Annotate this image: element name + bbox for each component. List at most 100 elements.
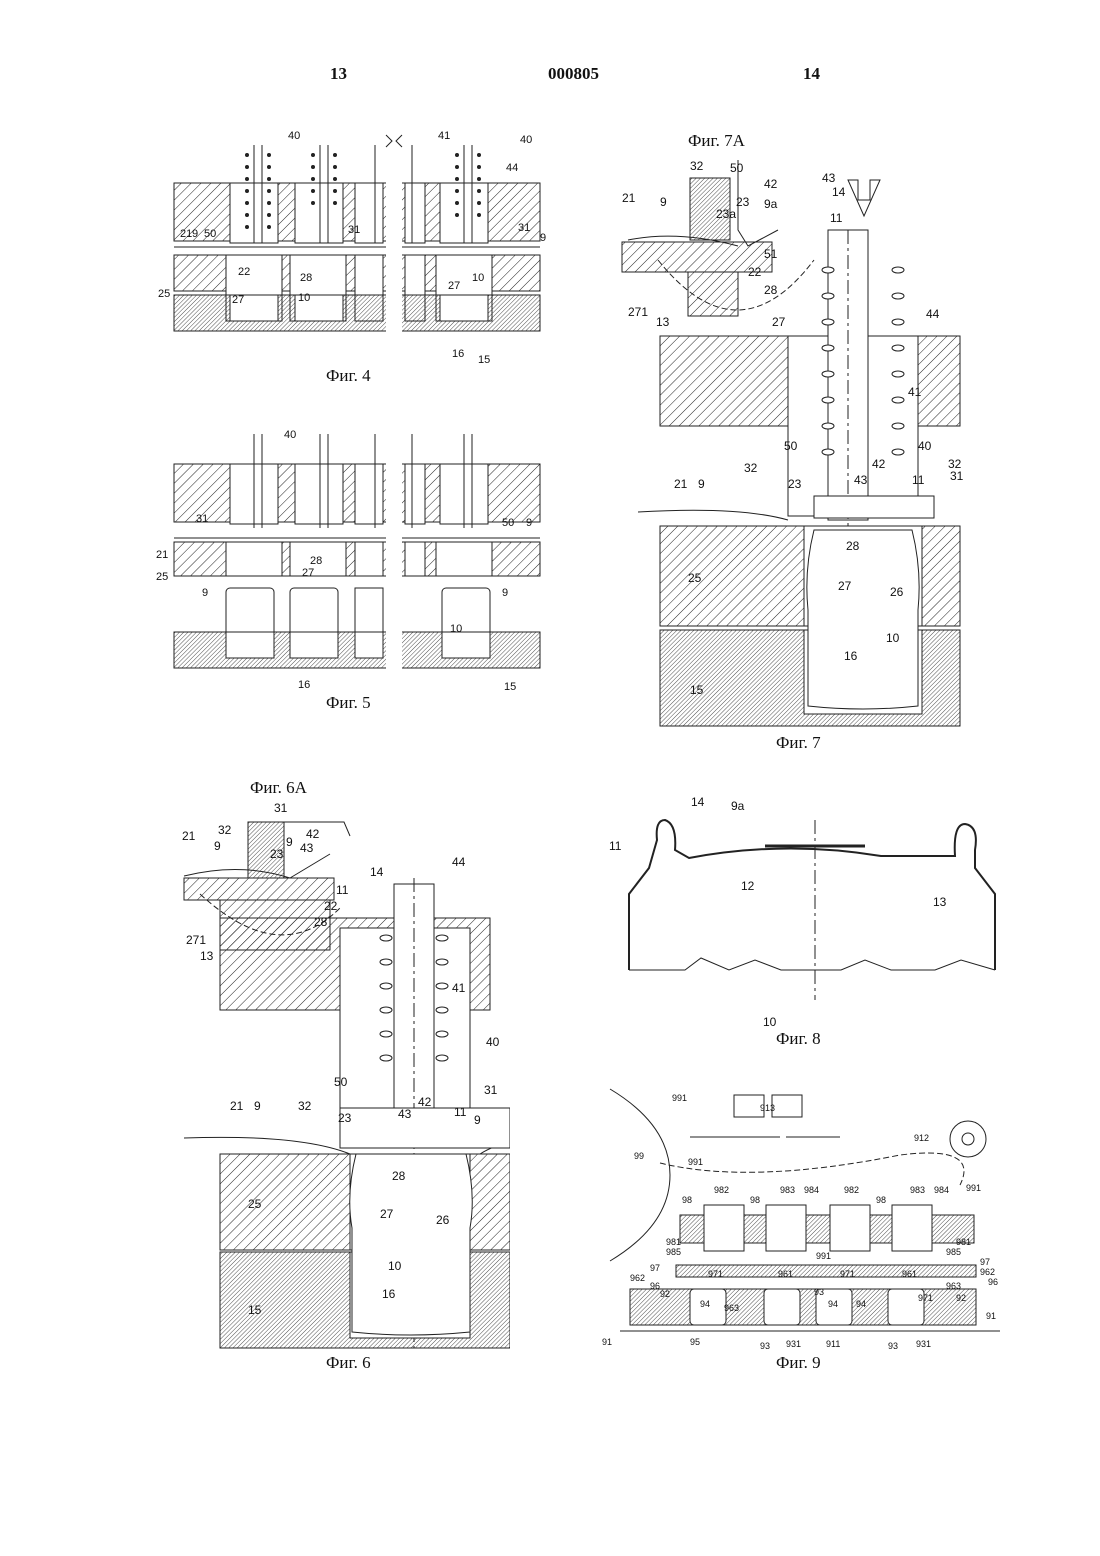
fig9-label: 982 bbox=[844, 1185, 859, 1195]
fig7a-label: 271 bbox=[628, 305, 648, 319]
fig9-label: 982 bbox=[714, 1185, 729, 1195]
fig9-label: 913 bbox=[760, 1103, 775, 1113]
fig6-label: 50 bbox=[334, 1075, 348, 1089]
fig9-label: 96 bbox=[988, 1277, 998, 1287]
fig9-label: 96 bbox=[650, 1281, 660, 1291]
page-number-right: 14 bbox=[803, 64, 820, 84]
fig9-label: 961 bbox=[778, 1269, 793, 1279]
figure-9: 991 913 912 99 991 98 982 98 983 984 982… bbox=[600, 1085, 1010, 1355]
fig7-label: 26 bbox=[890, 585, 904, 599]
fig7a-label: 14 bbox=[832, 185, 846, 199]
fig9-label: 971 bbox=[840, 1269, 855, 1279]
fig4-label: 21 bbox=[180, 228, 192, 240]
figure-7-caption: Фиг. 7 bbox=[776, 733, 821, 753]
fig9-label: 94 bbox=[856, 1299, 866, 1309]
fig7a-label: 23 bbox=[736, 195, 750, 209]
fig8-label: 10 bbox=[763, 1015, 777, 1029]
figure-4-caption: Фиг. 4 bbox=[326, 366, 371, 386]
fig7-label: 40 bbox=[918, 439, 932, 453]
fig9-label: 981 bbox=[956, 1237, 971, 1247]
fig4-label: 28 bbox=[300, 272, 312, 284]
fig6-label: 23 bbox=[338, 1111, 352, 1125]
fig6a-label: 28 bbox=[314, 915, 328, 929]
fig4-label: 40 bbox=[288, 130, 300, 142]
fig9-label: 991 bbox=[688, 1157, 703, 1167]
fig4-label: 44 bbox=[506, 162, 518, 174]
fig9-label: 93 bbox=[760, 1341, 770, 1351]
fig7a-label: 9 bbox=[660, 195, 667, 209]
fig9-label: 971 bbox=[708, 1269, 723, 1279]
fig7-label: 27 bbox=[838, 579, 852, 593]
fig6-label: 9 bbox=[254, 1099, 261, 1113]
fig7a-label: 28 bbox=[764, 283, 778, 297]
fig7a-label: 32 bbox=[690, 159, 704, 173]
figure-8: 14 9a 11 12 13 10 bbox=[605, 790, 1025, 1030]
fig6a-label: 21 bbox=[182, 829, 196, 843]
fig7a-label: 23a bbox=[716, 207, 736, 221]
figure-4: 40 41 40 44 21 9 50 31 31 9 22 28 10 25 … bbox=[150, 125, 550, 375]
fig4-label: 22 bbox=[238, 266, 250, 278]
fig4-label: 15 bbox=[478, 354, 490, 366]
figure-5-caption: Фиг. 5 bbox=[326, 693, 371, 713]
fig4-label: 16 bbox=[452, 348, 464, 360]
fig7-label: 42 bbox=[872, 457, 886, 471]
fig4-label: 27 bbox=[232, 294, 244, 306]
fig9-label: 92 bbox=[956, 1293, 966, 1303]
figure-7-drawing: 32 50 42 43 14 21 9 23 23a 9a 11 51 22 2… bbox=[618, 150, 980, 730]
figure-5-drawing: 40 31 50 9 21 28 27 25 9 9 10 16 15 bbox=[150, 428, 550, 698]
fig6-label: 32 bbox=[298, 1099, 312, 1113]
fig6a-label: 32 bbox=[218, 823, 232, 837]
fig7a-label: 9a bbox=[764, 197, 778, 211]
fig9-label: 91 bbox=[602, 1337, 612, 1347]
fig5-label: 9 bbox=[526, 517, 532, 529]
figure-6-caption: Фиг. 6 bbox=[326, 1353, 371, 1373]
fig7a-label: 13 bbox=[656, 315, 670, 329]
fig4-label: 10 bbox=[472, 272, 484, 284]
fig6-label: 10 bbox=[388, 1259, 402, 1273]
fig9-label: 984 bbox=[804, 1185, 819, 1195]
fig9-label: 971 bbox=[918, 1293, 933, 1303]
fig7a-label: 51 bbox=[764, 247, 778, 261]
fig7-label: 23 bbox=[788, 477, 802, 491]
fig6a-label: 271 bbox=[186, 933, 206, 947]
fig6a-label: 22 bbox=[324, 899, 338, 913]
fig8-label: 11 bbox=[609, 839, 622, 853]
fig4-label: 31 bbox=[348, 224, 360, 236]
fig9-label: 911 bbox=[826, 1339, 840, 1349]
fig5-label: 9 bbox=[202, 587, 208, 599]
fig9-label: 912 bbox=[914, 1133, 929, 1143]
fig9-label: 991 bbox=[966, 1183, 981, 1193]
fig7-label: 32 bbox=[744, 461, 758, 475]
figure-5: 40 31 50 9 21 28 27 25 9 9 10 16 15 bbox=[150, 428, 550, 698]
fig7-label: 9 bbox=[698, 477, 705, 491]
fig4-label: 27 bbox=[448, 280, 460, 292]
fig5-label: 31 bbox=[196, 513, 208, 525]
fig4-label: 40 bbox=[520, 134, 532, 146]
fig6-label: 26 bbox=[436, 1213, 450, 1227]
figure-6a-caption: Фиг. 6А bbox=[250, 778, 307, 798]
fig9-label: 984 bbox=[934, 1185, 949, 1195]
fig7-label: 50 bbox=[784, 439, 798, 453]
fig9-label: 983 bbox=[910, 1185, 925, 1195]
fig9-label: 962 bbox=[980, 1267, 995, 1277]
fig5-label: 28 bbox=[310, 555, 322, 567]
fig6a-label: 14 bbox=[370, 865, 384, 879]
fig9-label: 985 bbox=[666, 1247, 681, 1257]
fig5-label: 15 bbox=[504, 681, 516, 693]
fig7-label: 25 bbox=[688, 571, 702, 585]
fig6-label: 40 bbox=[486, 1035, 500, 1049]
fig5-label: 10 bbox=[450, 623, 462, 635]
fig5-label: 25 bbox=[156, 571, 168, 583]
fig7-label: 28 bbox=[846, 539, 860, 553]
fig9-label: 99 bbox=[634, 1151, 644, 1161]
fig8-label: 13 bbox=[933, 895, 947, 909]
fig6-label: 21 bbox=[230, 1099, 244, 1113]
fig9-label: 98 bbox=[750, 1195, 760, 1205]
page-number-left: 13 bbox=[330, 64, 347, 84]
fig7-label: 10 bbox=[886, 631, 900, 645]
fig6-label: 28 bbox=[392, 1169, 406, 1183]
fig5-label: 21 bbox=[156, 549, 168, 561]
fig4-label: 25 bbox=[158, 288, 170, 300]
figure-8-caption: Фиг. 8 bbox=[776, 1029, 821, 1049]
fig8-label: 9a bbox=[731, 799, 745, 813]
